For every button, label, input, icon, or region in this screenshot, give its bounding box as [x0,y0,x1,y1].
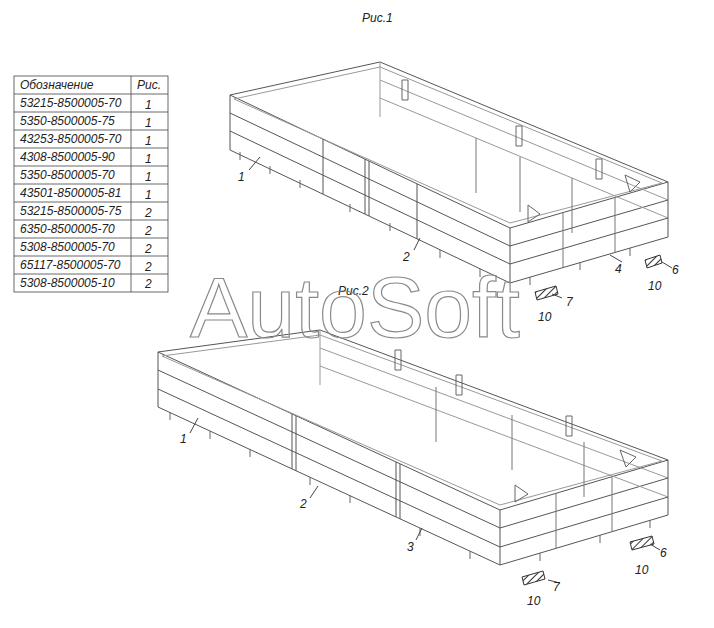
table-cell: 1 [145,116,152,130]
table-cell: 4308-8500005-90 [20,150,115,164]
table-cell: 6350-8500005-70 [20,222,115,236]
table-cell: 2 [145,206,152,220]
callout-number: 10 [635,563,648,577]
table-cell: 5350-8500005-70 [20,168,115,182]
callout-number: 7 [553,580,560,594]
table-cell: 5308-8500005-70 [20,240,115,254]
table-cell: 1 [145,170,152,184]
callout-number: 3 [407,540,414,554]
watermark: AutoSoft [190,262,520,352]
table-cell: 43501-8500005-81 [20,186,121,200]
callout-number: 2 [300,497,307,511]
table-cell: 1 [145,98,152,112]
callout-number: 10 [538,310,551,324]
callout-number: 10 [648,279,661,293]
table-cell: 2 [145,224,152,238]
table-cell: 1 [145,188,152,202]
table-header: Рис. [137,78,161,92]
table-cell: 2 [145,242,152,256]
table-cell: 5350-8500005-75 [20,114,115,128]
table-grid [14,76,168,292]
table-cell: 43253-8500005-70 [20,132,121,146]
table-cell: 5308-8500005-10 [20,276,115,290]
table-cell: 1 [145,134,152,148]
callout-number: 1 [180,432,187,446]
callout-number: 6 [672,263,679,277]
callout-number: 4 [615,262,622,276]
table-cell: 2 [145,260,152,274]
table-cell: 2 [145,277,152,291]
bed-figure-2 [158,330,668,585]
callout-number: 10 [527,594,540,608]
callout-number: 6 [660,546,667,560]
table-cell: 65117-8500005-70 [20,258,121,272]
callout-number: 1 [238,170,245,184]
figure-label: Рис.1 [362,11,393,25]
table-cell: 53215-8500005-70 [20,96,121,110]
table-cell: 1 [145,152,152,166]
table-cell: 53215-8500005-75 [20,204,121,218]
table-header: Обозначение [20,78,94,92]
callout-number: 7 [566,295,573,309]
